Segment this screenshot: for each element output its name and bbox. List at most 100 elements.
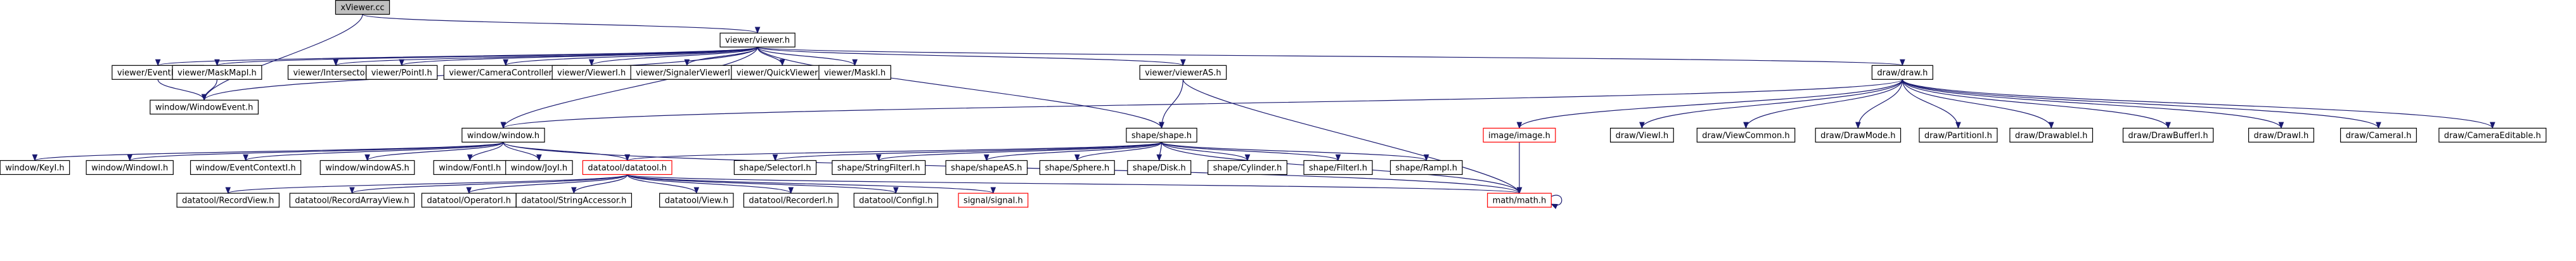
node-datatool-recordarrayview-h[interactable]: datatool/RecordArrayView.h	[289, 193, 415, 208]
edge-viewer-vieweras-h-to-shape-shape-h	[1159, 79, 1184, 129]
node-shape-cylinder-h[interactable]: shape/Cylinder.h	[1208, 160, 1287, 175]
node-box	[1039, 160, 1115, 175]
node-viewer-signalerviewi-h[interactable]: viewer/SignalerViewerI.h	[630, 65, 744, 80]
node-window-windowevent-h[interactable]: window/WindowEvent.h	[150, 99, 259, 115]
node-label: viewer/MaskI.h	[824, 68, 886, 78]
node-box	[2009, 127, 2094, 143]
node-label: datatool/RecordView.h	[182, 196, 274, 206]
node-draw-camerai-h[interactable]: draw/CameraI.h	[2340, 127, 2417, 143]
node-viewer-pointi-h[interactable]: viewer/PointI.h	[366, 65, 438, 80]
node-box	[733, 160, 817, 175]
node-draw-drawablei-h[interactable]: draw/DrawableI.h	[2009, 127, 2094, 143]
node-box	[515, 193, 633, 208]
edge-xviewer-cc-to-window-windowevent-h	[201, 14, 363, 101]
edge-shape-shape-h-to-shape-sphere-h	[1074, 142, 1162, 162]
node-draw-cameraeditable-h[interactable]: draw/CameraEditable.h	[2438, 127, 2547, 143]
node-draw-drawmode-h[interactable]: draw/DrawMode.h	[1815, 127, 1902, 143]
node-draw-drawbufferi-h[interactable]: draw/DrawBufferI.h	[2122, 127, 2214, 143]
node-label: shape/FilterI.h	[1309, 163, 1367, 173]
node-viewer-quickvieweri-h[interactable]: viewer/QuickViewerI.h	[731, 65, 834, 80]
node-draw-partitioni-h[interactable]: draw/PartitionI.h	[1919, 127, 1998, 143]
node-label: datatool/RecorderI.h	[749, 196, 833, 206]
node-signal-signal-h[interactable]: signal/signal.h	[958, 193, 1029, 208]
node-datatool-configi-h[interactable]: datatool/ConfigI.h	[853, 193, 939, 208]
node-datatool-view-h[interactable]: datatool/View.h	[659, 193, 734, 208]
edge-draw-draw-h-to-image-image-h	[1516, 79, 1903, 129]
edge-draw-draw-h-to-draw-partitioni-h	[1902, 79, 1961, 129]
edge-viewer-vieweras-h-to-math-math-h	[1182, 79, 1523, 194]
node-window-keyi-h[interactable]: window/KeyI.h	[0, 160, 70, 175]
node-label: viewer/SignalerViewerI.h	[636, 68, 738, 78]
node-label: window/FontI.h	[439, 163, 501, 173]
node-datatool-operatori-h[interactable]: datatool/OperatorI.h	[421, 193, 517, 208]
edge-draw-draw-h-to-draw-viewi-h	[1639, 79, 1903, 129]
node-label: draw/CameraI.h	[2346, 131, 2412, 141]
node-label: datatool/RecordArrayView.h	[295, 196, 409, 206]
node-math-math-h[interactable]: math/math.h	[1487, 193, 1552, 208]
edge-shape-shape-h-to-datatool-datatool-h	[624, 141, 1162, 162]
node-box	[2248, 127, 2314, 143]
node-shape-disk-h[interactable]: shape/Disk.h	[1127, 160, 1192, 175]
node-label: datatool/View.h	[665, 196, 728, 206]
node-image-image-h[interactable]: image/image.h	[1483, 127, 1556, 143]
node-window-eventcontexti-h[interactable]: window/EventContextI.h	[190, 160, 302, 175]
node-box	[190, 160, 302, 175]
node-shape-stringfilteri-h[interactable]: shape/StringFilterI.h	[832, 160, 926, 175]
node-window-windowi-h[interactable]: window/WindowI.h	[86, 160, 174, 175]
node-shape-sphere-h[interactable]: shape/Sphere.h	[1039, 160, 1115, 175]
node-box	[176, 193, 280, 208]
node-datatool-stringaccessor-h[interactable]: datatool/StringAccessor.h	[515, 193, 633, 208]
node-label: draw/DrawI.h	[2254, 131, 2309, 141]
node-draw-viewi-h[interactable]: draw/ViewI.h	[1610, 127, 1674, 143]
node-viewer-viewi-h[interactable]: viewer/ViewerI.h	[551, 65, 631, 80]
node-box	[1303, 160, 1373, 175]
node-window-windowas-h[interactable]: window/windowAS.h	[319, 160, 415, 175]
node-box	[1815, 127, 1902, 143]
edge-datatool-datatool-h-to-datatool-recordarrayview-h	[349, 174, 628, 194]
node-datatool-recorderi-h[interactable]: datatool/RecorderI.h	[743, 193, 839, 208]
edge-viewer-viewer-h-to-viewer-maski-h	[757, 46, 858, 67]
dependency-nodes: xViewer.ccviewer/viewer.hviewer/EventMap…	[0, 0, 2547, 208]
edge-datatool-datatool-h-to-signal-signal-h	[627, 174, 996, 194]
dependency-edges	[32, 14, 2496, 210]
node-window-fonti-h[interactable]: window/FontI.h	[433, 160, 507, 175]
node-label: shape/RampI.h	[1396, 163, 1457, 173]
edge-datatool-datatool-h-to-datatool-recordview-h	[225, 174, 628, 194]
node-box	[719, 32, 795, 48]
node-label: math/math.h	[1493, 196, 1547, 206]
edge-math-math-h-to-math-math-h	[1550, 194, 1562, 210]
node-viewer-maskmapi-h[interactable]: viewer/MaskMapI.h	[172, 65, 262, 80]
node-window-window-h[interactable]: window/window.h	[461, 127, 545, 143]
node-label: window/JoyI.h	[511, 163, 567, 173]
node-datatool-recordview-h[interactable]: datatool/RecordView.h	[176, 193, 280, 208]
node-xviewer-cc[interactable]: xViewer.cc	[335, 0, 390, 15]
node-box	[366, 65, 438, 80]
edge-draw-draw-h-to-draw-drawmode-h	[1855, 79, 1903, 129]
node-label: shape/shape.h	[1131, 131, 1192, 141]
node-box	[319, 160, 415, 175]
node-draw-viewcommon-h[interactable]: draw/ViewCommon.h	[1696, 127, 1796, 143]
node-label: draw/CameraEditable.h	[2444, 131, 2541, 141]
node-shape-rampi-h[interactable]: shape/RampI.h	[1389, 160, 1463, 175]
node-viewer-cameracontrolleri-h[interactable]: viewer/CameraControllerI.h	[443, 65, 568, 80]
node-draw-draw-h[interactable]: draw/draw.h	[1871, 65, 1933, 80]
node-box	[1127, 160, 1192, 175]
edge-datatool-datatool-h-to-datatool-stringaccessor-h	[571, 174, 628, 194]
node-viewer-viewer-h[interactable]: viewer/viewer.h	[719, 32, 795, 48]
node-viewer-vieweras-h[interactable]: viewer/viewerAS.h	[1139, 65, 1227, 80]
node-box	[1919, 127, 1998, 143]
node-box	[1126, 127, 1197, 143]
node-draw-drawi-h[interactable]: draw/DrawI.h	[2248, 127, 2314, 143]
edge-viewer-viewer-h-to-window-window-h	[500, 47, 758, 129]
node-datatool-datatool-h[interactable]: datatool/datatool.h	[582, 160, 673, 175]
node-shape-shapeas-h[interactable]: shape/shapeAS.h	[945, 160, 1028, 175]
node-shape-selectori-h[interactable]: shape/SelectorI.h	[733, 160, 817, 175]
node-shape-shape-h[interactable]: shape/shape.h	[1126, 127, 1197, 143]
node-window-joyi-h[interactable]: window/JoyI.h	[505, 160, 573, 175]
node-label: shape/Cylinder.h	[1213, 163, 1282, 173]
node-shape-filteri-h[interactable]: shape/FilterI.h	[1303, 160, 1373, 175]
node-label: viewer/ViewerI.h	[557, 68, 626, 78]
node-viewer-maski-h[interactable]: viewer/MaskI.h	[818, 65, 891, 80]
node-label: signal/signal.h	[963, 196, 1023, 206]
node-label: viewer/IntersectorI.h	[293, 68, 378, 78]
